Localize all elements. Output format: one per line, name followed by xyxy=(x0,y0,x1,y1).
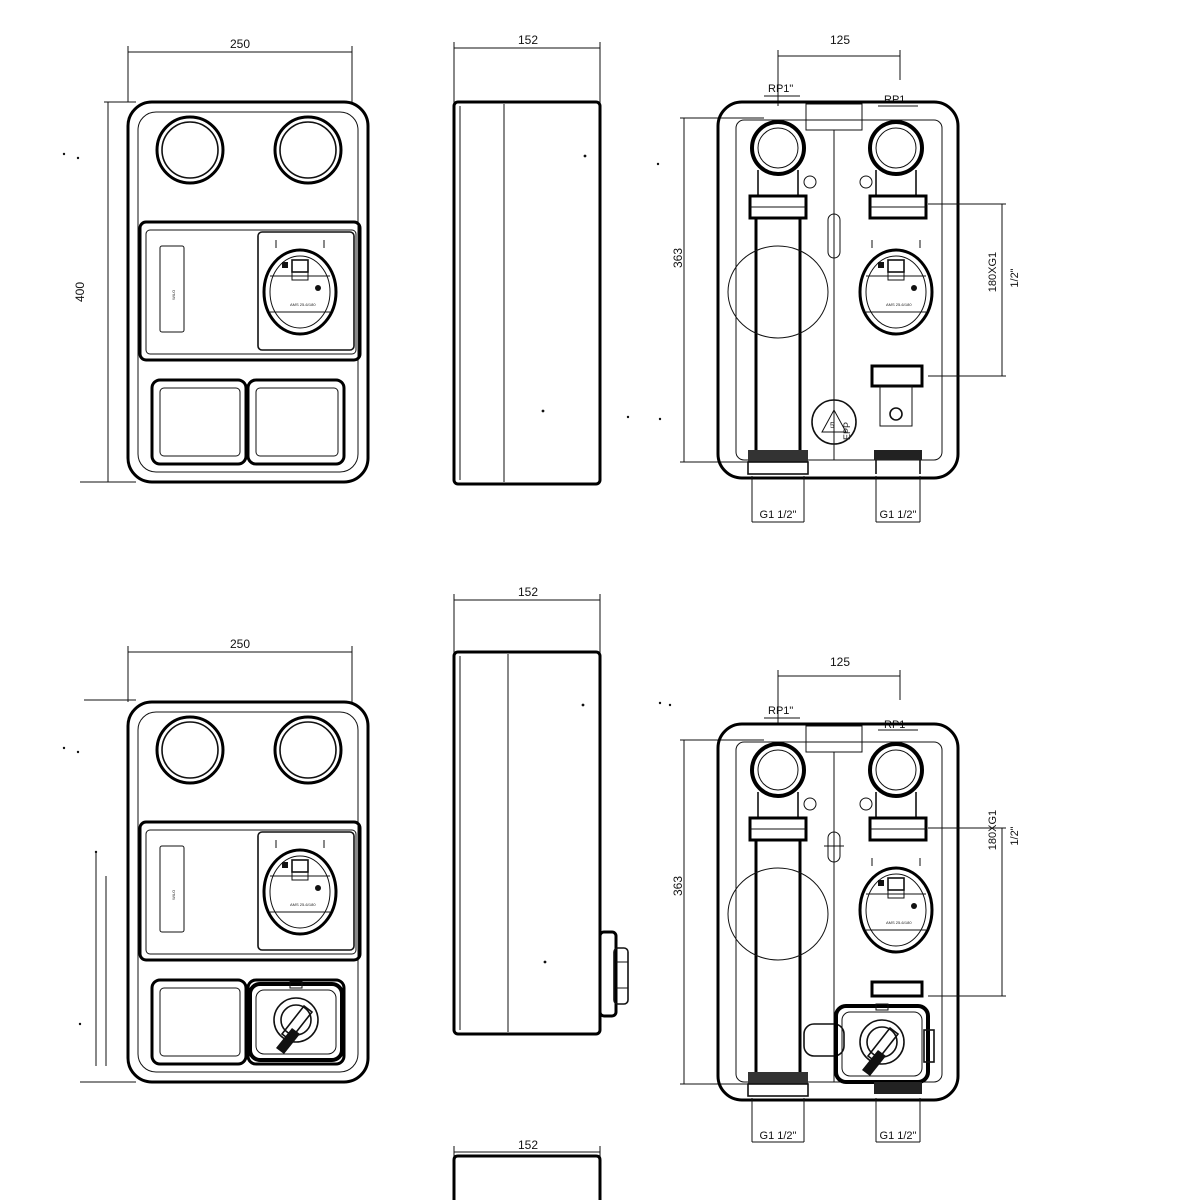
epp-recycle-mark: 5 EPP xyxy=(811,399,857,445)
pump-length-line1-bottom: 180XG1 xyxy=(987,810,999,850)
pump-length-line1-top: 180XG1 xyxy=(987,252,999,292)
epp-label: EPP xyxy=(842,422,852,440)
thread-left-top: G1 1/2" xyxy=(760,509,797,521)
side-view-bottom: 152 xyxy=(452,585,629,1036)
svg-text:WILO: WILO xyxy=(171,290,176,300)
front-view-top: 250 400 WILO xyxy=(73,37,370,484)
dim-spacing-top: 125 xyxy=(830,33,850,47)
thread-right-bottom: G1 1/2" xyxy=(880,1130,917,1142)
thread-right-top: G1 1/2" xyxy=(880,509,917,521)
dim-width-top: 250 xyxy=(230,37,250,51)
hydraulic-view-top: 125 RP1" RP1 363 xyxy=(671,33,1021,523)
side-view-partial: 152 xyxy=(452,1138,602,1200)
dim-spacing-bottom: 125 xyxy=(830,655,850,669)
dim-height-363-top: 363 xyxy=(671,248,685,268)
side-view-top: 152 xyxy=(452,33,602,486)
dim-depth-top: 152 xyxy=(518,33,538,47)
port-rp1-left-top: RP1" xyxy=(768,83,793,95)
port-rp1-right-top: RP1 xyxy=(884,94,905,106)
front-view-bottom: 250 WILO xyxy=(80,637,370,1084)
svg-text:WILO: WILO xyxy=(171,890,176,900)
dim-height-363-bottom: 363 xyxy=(671,876,685,896)
dim-depth-partial: 152 xyxy=(518,1138,538,1152)
pump-length-line2-top: 1/2" xyxy=(1009,268,1021,287)
dim-width-bottom: 250 xyxy=(230,637,250,651)
dim-height-top: 400 xyxy=(73,282,87,302)
pump-length-line2-bottom: 1/2" xyxy=(1009,826,1021,845)
recycle-number: 5 xyxy=(830,421,835,430)
hydraulic-view-bottom: 125 RP1" RP1 363 xyxy=(671,655,1021,1143)
thread-left-bottom: G1 1/2" xyxy=(760,1130,797,1142)
dim-depth-bottom: 152 xyxy=(518,585,538,599)
port-rp1-left-bottom: RP1" xyxy=(768,705,793,717)
